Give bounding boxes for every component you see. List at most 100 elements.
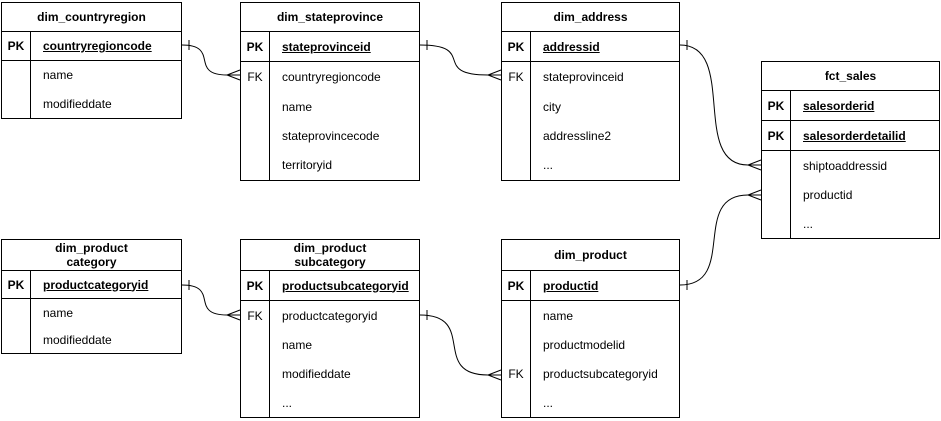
row-dim_productsubcategory-modifieddate[interactable]: modifieddate xyxy=(241,359,419,388)
row-dim_stateprovince-name[interactable]: name xyxy=(241,91,419,122)
field-stateprovinceid: stateprovinceid xyxy=(282,39,371,54)
cardinality-many-crowfoot xyxy=(746,189,762,201)
field-addressid: addressid xyxy=(543,39,600,54)
pk-badge: PK xyxy=(2,32,31,61)
relationship-dim_productsubcategory-to-dim_product[interactable] xyxy=(419,310,502,381)
row-fct_sales-shiptoaddressid[interactable]: shiptoaddressid xyxy=(762,151,939,180)
cardinality-many-crowfoot xyxy=(486,369,502,381)
table-title-line: category xyxy=(66,255,117,269)
relationship-dim_stateprovince-to-dim_address[interactable] xyxy=(419,40,502,81)
field-more: ... xyxy=(803,216,814,231)
relationship-curve xyxy=(679,194,749,286)
table-title-dim_countryregion: dim_countryregion xyxy=(2,3,181,32)
pk-badge: PK xyxy=(2,271,31,298)
field-salesorderdetailid: salesorderdetailid xyxy=(803,128,906,143)
relationship-dim_productcategory-to-dim_productsubcategory[interactable] xyxy=(181,280,241,321)
row-dim_productcategory-modifieddate[interactable]: modifieddate xyxy=(2,326,181,353)
pk-badge: PK xyxy=(502,32,531,62)
row-dim_address-more[interactable]: ... xyxy=(502,150,679,181)
field-modifieddate: modifieddate xyxy=(282,366,351,381)
table-title-line: dim_product xyxy=(55,241,128,255)
row-fct_sales-salesorderdetailid[interactable]: PK salesorderdetailid xyxy=(762,121,939,151)
pk-badge: PK xyxy=(762,91,791,120)
table-title-line: fct_sales xyxy=(824,69,877,83)
pk-badge: PK xyxy=(762,121,791,150)
key-cell-empty xyxy=(502,301,531,330)
table-title-line: dim_countryregion xyxy=(37,10,146,24)
row-dim_stateprovince-stateprovincecode[interactable]: stateprovincecode xyxy=(241,121,419,151)
relationship-dim_product-to-fct_sales[interactable] xyxy=(679,189,762,290)
field-productid: productid xyxy=(543,278,599,293)
field-name: name xyxy=(282,337,313,352)
row-dim_product-productmodelid[interactable]: productmodelid xyxy=(502,330,679,359)
relationship-dim_countryregion-to-dim_stateprovince[interactable] xyxy=(181,40,241,81)
field-productsubcategoryid: productsubcategoryid xyxy=(543,366,658,381)
field-name: name xyxy=(43,68,74,83)
field-more: ... xyxy=(282,395,293,410)
table-title-line: subcategory xyxy=(294,255,366,269)
field-city: city xyxy=(543,99,561,114)
cardinality-many-crowfoot xyxy=(486,69,502,81)
table-title-line: dim_address xyxy=(553,10,628,24)
table-title-line: dim_product xyxy=(554,248,627,262)
key-cell-empty xyxy=(502,330,531,359)
cardinality-many-crowfoot xyxy=(225,309,241,321)
row-dim_product-more[interactable]: ... xyxy=(502,388,679,417)
row-dim_productcategory-productcategoryid[interactable]: PK productcategoryid xyxy=(2,271,181,299)
key-cell-empty xyxy=(241,150,270,181)
key-cell-empty xyxy=(502,121,531,151)
row-dim_product-name[interactable]: name xyxy=(502,301,679,330)
row-dim_productsubcategory-name[interactable]: name xyxy=(241,330,419,359)
cardinality-many-crowfoot xyxy=(746,159,762,171)
row-dim_productsubcategory-more[interactable]: ... xyxy=(241,388,419,417)
key-cell-empty xyxy=(2,89,31,118)
row-dim_address-addressline2[interactable]: addressline2 xyxy=(502,121,679,151)
relationship-curve xyxy=(419,44,489,76)
key-cell-empty xyxy=(502,150,531,181)
key-cell-empty xyxy=(2,61,31,90)
table-title-dim_stateprovince: dim_stateprovince xyxy=(241,3,419,32)
row-fct_sales-more[interactable]: ... xyxy=(762,209,939,238)
relationship-dim_address-to-fct_sales[interactable] xyxy=(679,40,762,171)
fk-badge: FK xyxy=(241,62,270,92)
field-name: name xyxy=(543,308,574,323)
row-dim_product-productid[interactable]: PK productid xyxy=(502,271,679,301)
field-modifieddate: modifieddate xyxy=(43,96,112,111)
row-dim_address-city[interactable]: city xyxy=(502,91,679,122)
key-cell-empty xyxy=(2,326,31,353)
field-productcategoryid: productcategoryid xyxy=(282,308,378,323)
row-dim_address-addressid[interactable]: PK addressid xyxy=(502,32,679,63)
row-dim_productcategory-name[interactable]: name xyxy=(2,299,181,326)
field-productmodelid: productmodelid xyxy=(543,337,626,352)
field-more: ... xyxy=(543,158,554,173)
pk-badge: PK xyxy=(502,271,531,300)
row-dim_countryregion-modifieddate[interactable]: modifieddate xyxy=(2,89,181,118)
row-dim_countryregion-name[interactable]: name xyxy=(2,61,181,90)
row-dim_stateprovince-territoryid[interactable]: territoryid xyxy=(241,150,419,181)
field-modifieddate: modifieddate xyxy=(43,332,112,347)
field-shiptoaddressid: shiptoaddressid xyxy=(803,158,888,173)
table-title-line: dim_product xyxy=(293,241,367,255)
row-fct_sales-productid[interactable]: productid xyxy=(762,180,939,209)
table-title-line: dim_stateprovince xyxy=(276,10,384,24)
key-cell-empty xyxy=(762,180,791,209)
field-productcategoryid: productcategoryid xyxy=(43,277,149,292)
